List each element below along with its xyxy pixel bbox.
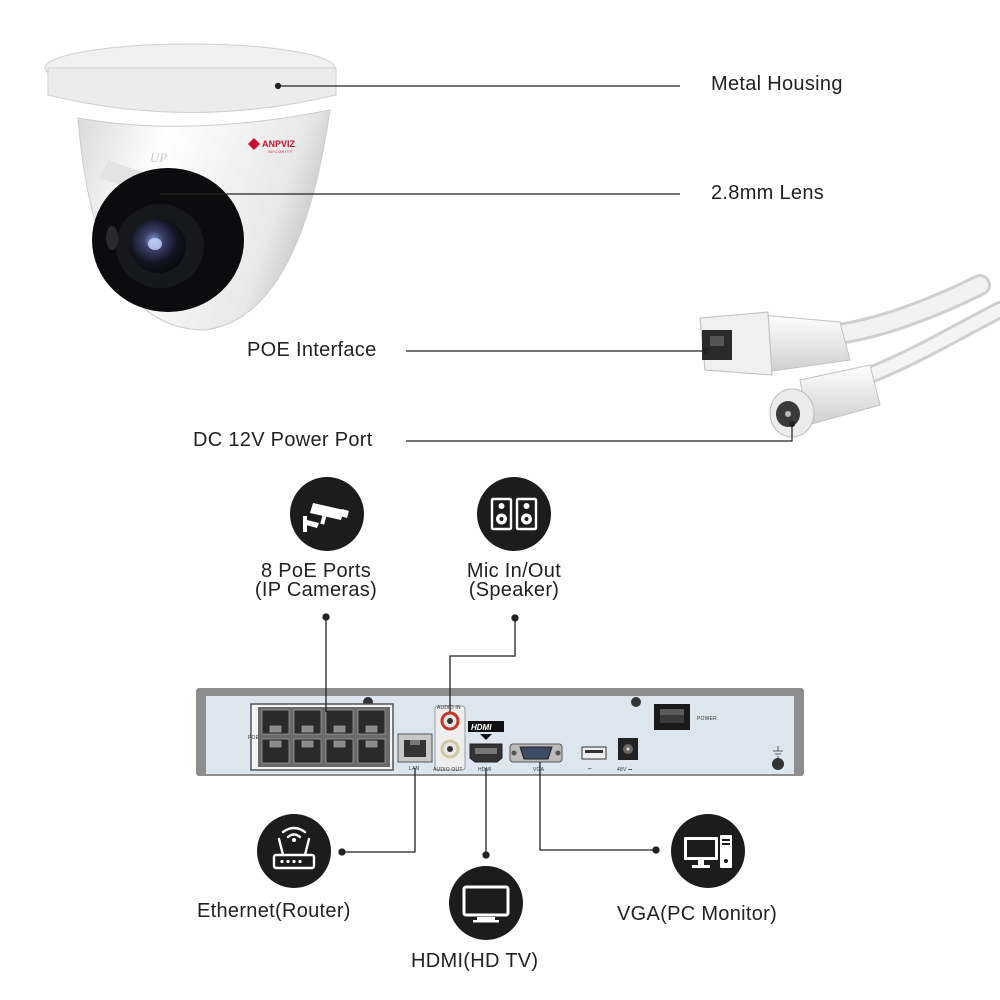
nvr-recorder: POE LAN AUDIO IN AUDIO OUT HDMI HDMI [196, 688, 804, 776]
camera-cable [699, 274, 1000, 438]
brand-logo-icon [248, 138, 260, 150]
lan-panel-label: LAN [409, 766, 420, 772]
poe-port-latch [365, 740, 378, 748]
poe-port-latch [269, 725, 282, 733]
svg-text:ANPVIZ: ANPVIZ [262, 139, 296, 149]
rj45-poe-connector [699, 311, 851, 376]
camera-brand-logo: ANPVIZ SECURITY [248, 138, 296, 154]
dc-panel-label: 48V ⎓ [617, 767, 632, 773]
nvr-dc-input [618, 738, 638, 760]
camera-callout-lines [160, 82, 796, 442]
poe-ports-label: 8 PoE Ports (IP Cameras) [254, 560, 378, 601]
router-icon [257, 814, 331, 888]
dc-power-port-label: DC 12V Power Port [193, 429, 373, 451]
dc-power-connector [769, 364, 881, 438]
nvr-power-switch [654, 704, 690, 730]
poe-port-latch [301, 725, 314, 733]
hdmi-logo-badge [468, 721, 504, 732]
vga-label: VGA(PC Monitor) [617, 903, 778, 925]
poe-rj45-port [357, 709, 386, 735]
svg-text:SECURITY: SECURITY [268, 149, 293, 154]
nvr-usb-port [581, 746, 607, 760]
nvr-hdmi-port [469, 743, 503, 763]
tv-icon [449, 866, 523, 940]
cctv-camera-icon [290, 477, 364, 551]
poe-panel-label: POE [248, 735, 260, 741]
power-panel-label: POWER [697, 716, 717, 722]
speaker-icon [477, 477, 551, 551]
poe-interface-label: POE Interface [247, 339, 377, 361]
hdmi-panel-label: HDMI [478, 767, 492, 773]
usb-panel-label: ⭠ [588, 766, 592, 772]
nvr-audio-jacks [434, 705, 466, 771]
lens-label: 2.8mm Lens [711, 182, 825, 204]
metal-housing-label: Metal Housing [711, 73, 843, 95]
poe-port-latch [333, 740, 346, 748]
hdmi-label: HDMI(HD TV) [411, 950, 539, 972]
computer-icon [671, 814, 745, 888]
poe-port-latch [269, 740, 282, 748]
vga-panel-label: VGA [533, 767, 545, 773]
poe-port-latch [333, 725, 346, 733]
poe-rj45-port [325, 709, 354, 735]
mic-label: Mic In/Out (Speaker) [466, 560, 562, 601]
dome-camera: UP ANPVIZ SECURITY [44, 43, 337, 331]
ethernet-label: Ethernet(Router) [197, 900, 351, 922]
nvr-lan-port [397, 733, 433, 763]
nvr-vga-port [509, 743, 563, 763]
ground-icon [773, 746, 783, 758]
nvr-callout-lines [322, 613, 660, 859]
camera-base [47, 67, 337, 113]
ground-screw [772, 758, 784, 770]
poe-port-latch [301, 740, 314, 748]
poe-port-latch [365, 725, 378, 733]
audio-in-panel-label: AUDIO IN [437, 705, 461, 711]
audio-out-panel-label: AUDIO OUT [433, 767, 463, 773]
hdmi-logo-text: HDMI [471, 723, 492, 732]
nvr-poe-ports [250, 703, 394, 771]
camera-model-mark: UP [150, 150, 167, 165]
